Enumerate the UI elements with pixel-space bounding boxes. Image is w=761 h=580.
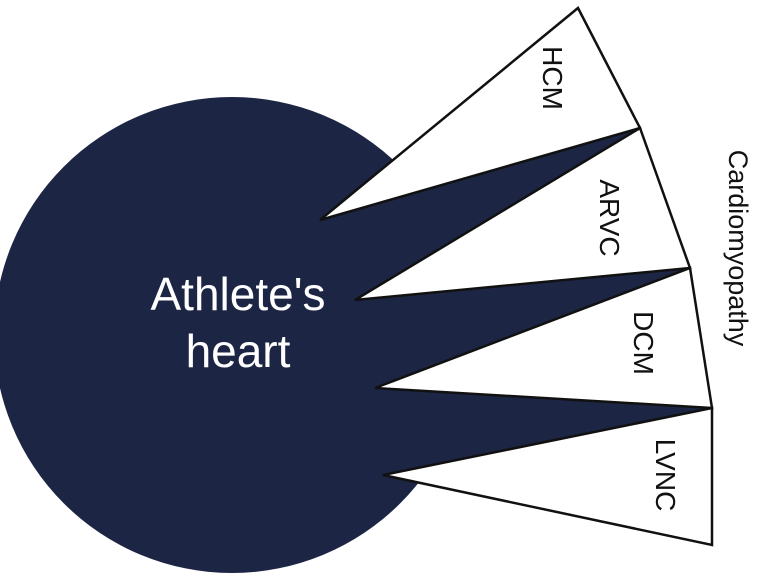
wedge-label-hcm: HCM [537,46,568,110]
wedge-label-lvnc: LVNC [650,439,681,512]
wedge-label-dcm: DCM [628,311,659,375]
wedge-arvc [354,126,692,302]
wedge-lvnc [382,406,714,547]
center-label-line2: heart [186,325,291,377]
wedge-label-arvc: ARVC [594,179,625,256]
wedge-hcm [319,6,642,222]
wedge-dcm [374,266,714,410]
cardiomyopathy-label: Cardiomyopathy [723,150,753,347]
center-label-line1: Athlete's [151,268,326,320]
